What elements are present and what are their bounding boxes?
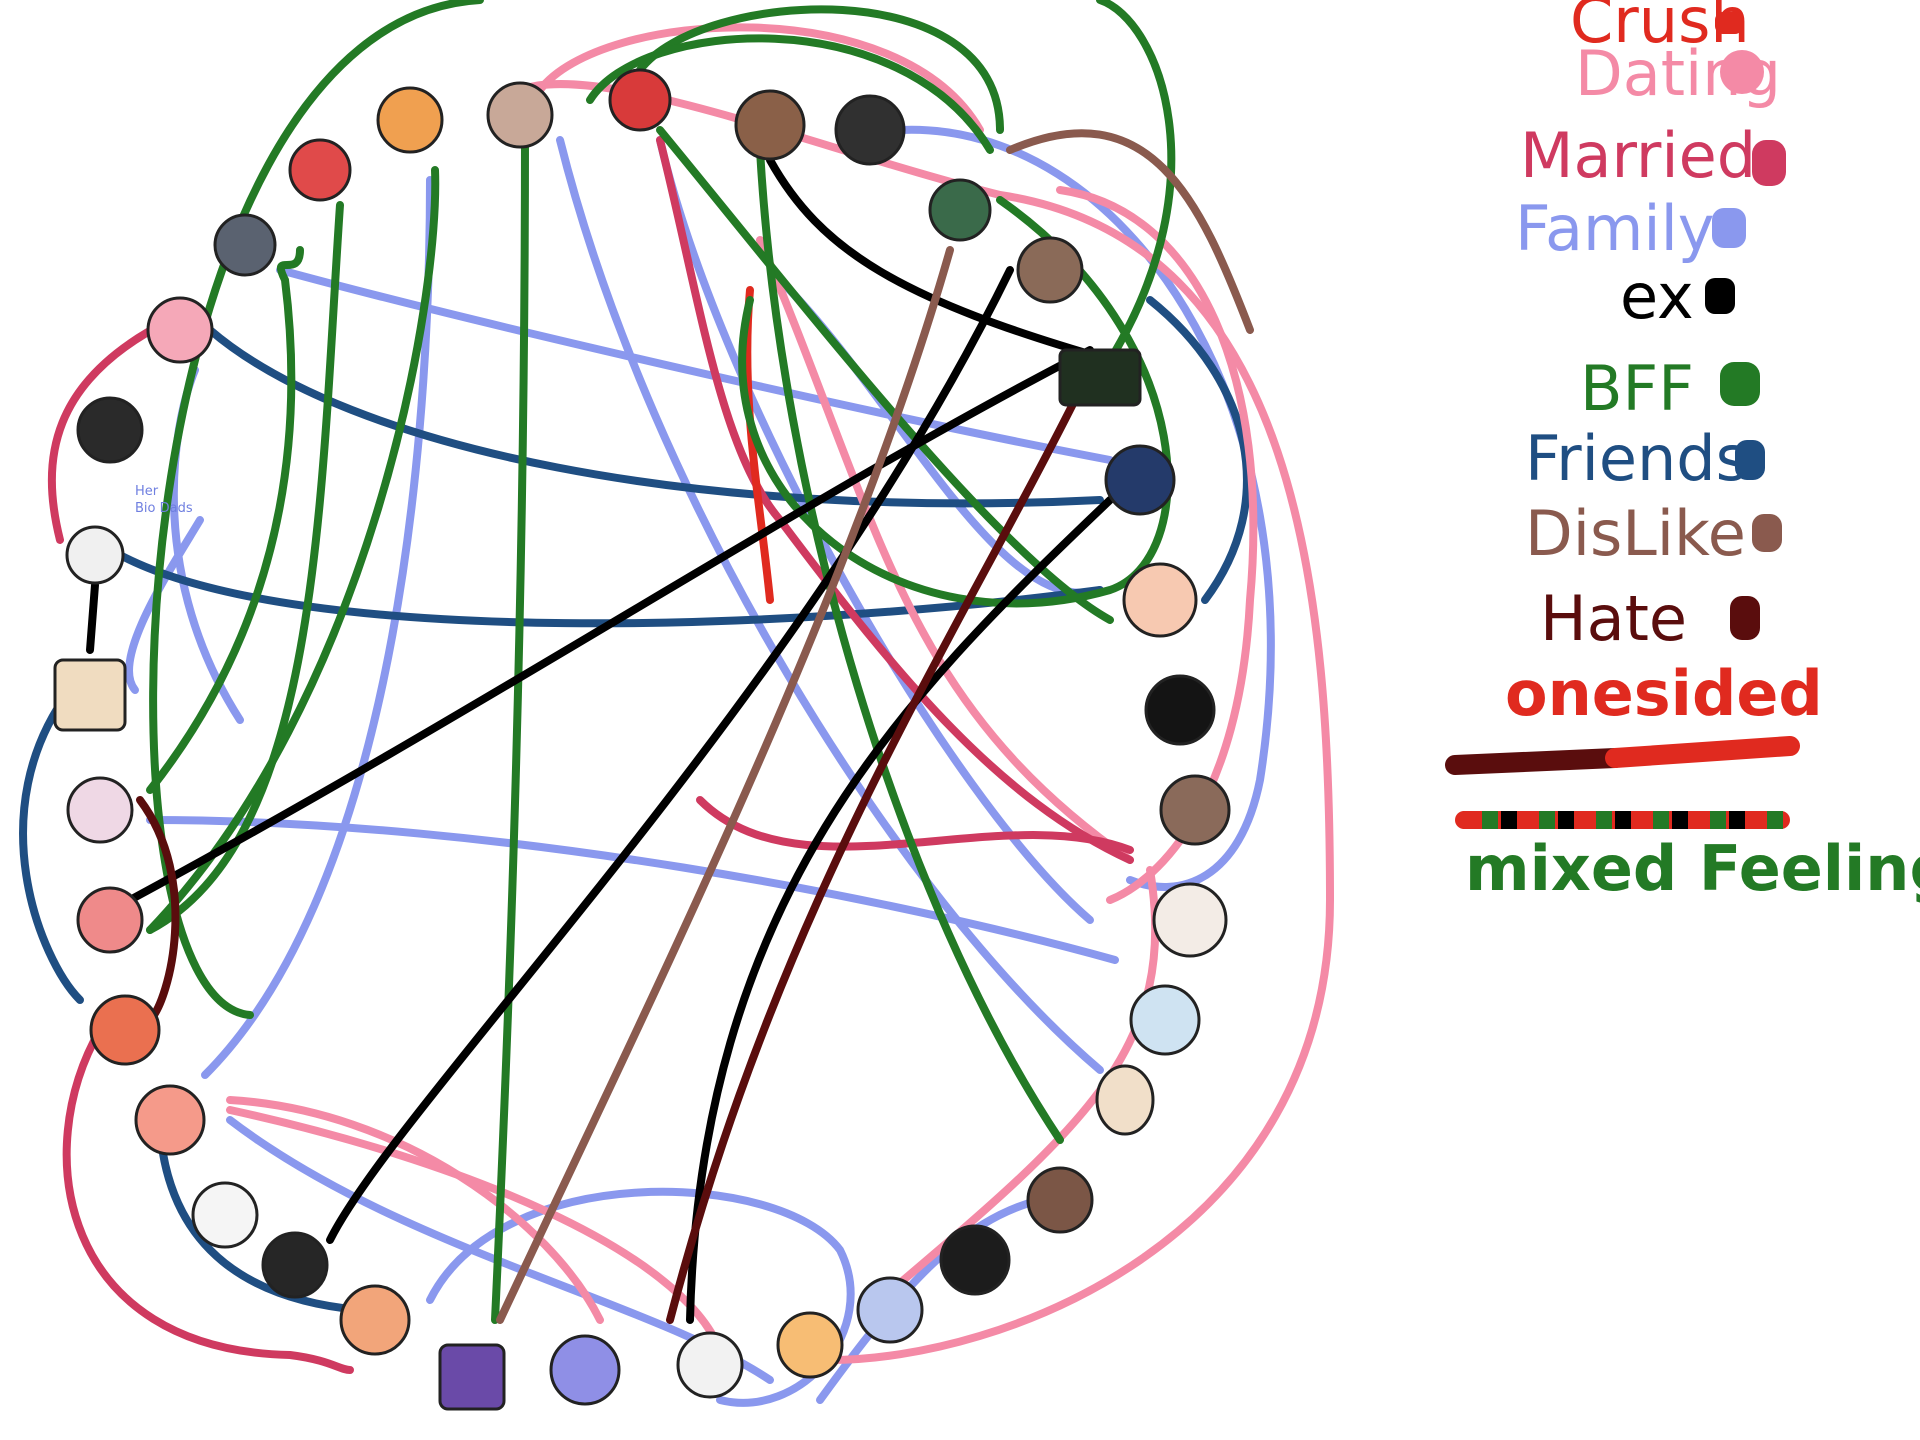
character-navy-cap	[1106, 446, 1174, 514]
character-black-purple-bow	[78, 398, 142, 462]
character-brown-dog	[1028, 1168, 1092, 1232]
character-pink-cup	[78, 888, 142, 952]
family-line	[205, 180, 430, 1075]
character-grey-hat-bird	[215, 215, 275, 275]
legend-family-swatch	[1712, 208, 1746, 248]
legend-crush-swatch	[1715, 12, 1743, 34]
character-black-cat	[836, 96, 904, 164]
mixed-bar-stripe	[1748, 811, 1764, 829]
character-egg	[1097, 1066, 1153, 1134]
friends-line	[23, 690, 80, 1000]
character-fishbowl	[378, 88, 442, 152]
character-tan-box	[55, 660, 125, 730]
character-pale-blue	[1131, 986, 1199, 1054]
character-green-hat	[930, 180, 990, 240]
legend-family-label: Family	[1515, 192, 1715, 265]
annotation-her: Her	[135, 484, 159, 499]
character-orange-fox	[341, 1286, 409, 1354]
character-brown-horns	[1161, 776, 1229, 844]
character-brown-hat	[1018, 238, 1082, 302]
legend-bff-swatch	[1720, 362, 1760, 406]
mixed-bar-stripe	[1634, 811, 1650, 829]
character-peach-flower	[1124, 564, 1196, 636]
ex-line	[130, 350, 1090, 900]
mixed-bar-stripe	[1463, 811, 1479, 829]
legend-married-label: Married	[1520, 119, 1756, 192]
mixed-bar-stripe	[1482, 811, 1498, 829]
character-magnifier	[67, 527, 123, 583]
legend: Crush Dating Married Family ex BFF Frien…	[1455, 0, 1920, 905]
dating-line	[230, 1110, 720, 1350]
character-flower-crown	[736, 91, 804, 159]
character-pink-tear	[68, 778, 132, 842]
legend-mixed-label: mixed Feelings	[1465, 832, 1920, 905]
mixed-bar-stripe	[1539, 811, 1555, 829]
mixed-bar-stripe	[1672, 811, 1688, 829]
mixed-bar-stripe	[1729, 811, 1745, 829]
ex-line	[90, 585, 95, 650]
character-pink-cat	[136, 1086, 204, 1154]
dating-line	[760, 240, 1130, 860]
character-blue-cat	[858, 1278, 922, 1342]
legend-friends-swatch	[1735, 440, 1765, 480]
legend-ex-swatch	[1705, 278, 1735, 314]
legend-onesided-bar	[1455, 746, 1790, 765]
character-black-wolf	[1146, 676, 1214, 744]
character-fish-girl	[91, 996, 159, 1064]
character-heads	[55, 70, 1229, 1409]
mixed-bar-stripe	[1767, 811, 1783, 829]
character-red-ball	[610, 70, 670, 130]
legend-dating-swatch	[1720, 50, 1764, 94]
legend-mixed-bar	[1455, 811, 1790, 829]
mixed-bar-stripe	[1501, 811, 1517, 829]
legend-dislike-swatch	[1752, 514, 1782, 552]
character-monitor	[1060, 350, 1140, 405]
mixed-bar-stripe	[1653, 811, 1669, 829]
character-blue-elephant	[551, 1336, 619, 1404]
character-goggles	[148, 298, 212, 362]
legend-married-swatch	[1752, 140, 1786, 186]
legend-hate-label: Hate	[1540, 582, 1687, 655]
mixed-bar-stripe	[1520, 811, 1536, 829]
character-white-hair	[1154, 884, 1226, 956]
character-black-mask-cat	[263, 1233, 327, 1297]
legend-bff-label: BFF	[1580, 352, 1694, 425]
friends-line	[160, 1130, 360, 1310]
legend-ex-label: ex	[1620, 260, 1694, 333]
mixed-bar-stripe	[1691, 811, 1707, 829]
mixed-bar-stripe	[1558, 811, 1574, 829]
mixed-bar-stripe	[1615, 811, 1631, 829]
character-white-bun	[488, 83, 552, 147]
mixed-bar-stripe	[1577, 811, 1593, 829]
legend-dislike-label: DisLike	[1525, 497, 1746, 570]
character-purple-box	[440, 1345, 504, 1409]
mixed-bar-stripe	[1596, 811, 1612, 829]
character-orange-leaf	[778, 1313, 842, 1377]
mixed-bar-stripe	[1710, 811, 1726, 829]
character-white-cap	[290, 140, 350, 200]
character-black-red-eye	[941, 1226, 1009, 1294]
character-white-cat	[678, 1333, 742, 1397]
legend-hate-swatch	[1730, 596, 1760, 640]
character-white-mask	[193, 1183, 257, 1247]
legend-onesided-label: onesided	[1505, 657, 1823, 730]
legend-friends-label: Friends	[1525, 422, 1748, 495]
annotation-bio-dads: Bio Dads	[135, 501, 193, 516]
bff-line	[495, 130, 525, 1320]
bff-line	[150, 170, 435, 930]
